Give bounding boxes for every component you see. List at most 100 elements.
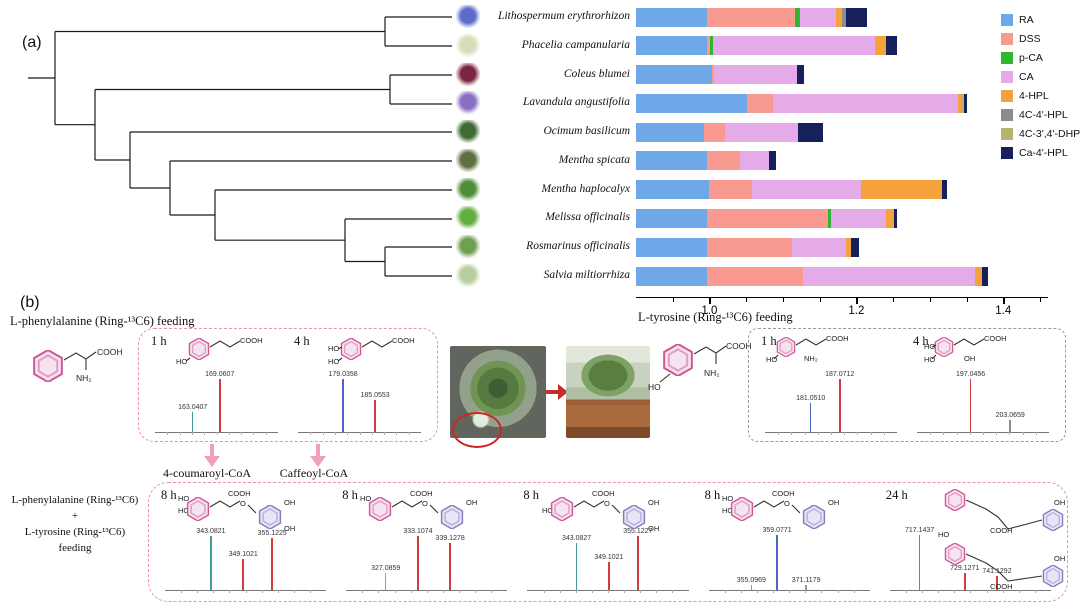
mz-label: 355.0969 — [736, 577, 766, 585]
bar-segment — [874, 36, 886, 56]
mz-label: 339.1278 — [435, 535, 465, 543]
spectrum-axis-tick — [640, 590, 642, 593]
spectrum-axis-tick — [804, 432, 806, 435]
bar-segment — [706, 36, 711, 56]
bar-segment — [851, 237, 859, 257]
svg-text:OH: OH — [466, 498, 477, 507]
stacked-bar — [636, 36, 897, 56]
svg-text:COOH: COOH — [392, 336, 415, 345]
bar-segment — [739, 151, 769, 171]
spectrum-axis-tick — [310, 432, 312, 435]
spectrum-axis-tick — [773, 590, 775, 593]
spectrum-axis-tick — [559, 590, 561, 593]
coumaric-acid-structure-icon: HO COOH — [176, 336, 263, 366]
spectrum-peak: 717.1437 — [905, 527, 934, 590]
timepoint-label: 1 h — [151, 334, 167, 348]
spectrum-axis-tick — [197, 590, 199, 593]
spectrum-axis-tick — [883, 432, 885, 435]
mz-label: 349.1021 — [228, 550, 258, 558]
spectrum-axis-tick — [1002, 590, 1004, 593]
spectrum-axis-tick — [778, 432, 780, 435]
danshensu-structure-icon: HO HO COOH OH — [924, 334, 1007, 364]
spectrum-peak: 333.1074 — [403, 528, 433, 590]
spectrum-axis-tick — [426, 590, 428, 593]
spectrum-axis-tick — [970, 590, 972, 593]
spectrum-axis-tick — [396, 432, 398, 435]
svg-text:HO: HO — [360, 494, 371, 503]
spectrum-axis-tick — [1009, 432, 1011, 435]
svg-text:HO: HO — [924, 355, 935, 364]
bar-segment — [704, 122, 725, 142]
panel-b-label: (b) — [20, 294, 40, 311]
bar-segment — [974, 266, 982, 286]
dual-feeding-line: feeding — [58, 542, 92, 554]
spectrum-axis-tick — [956, 432, 958, 435]
svg-text:OH: OH — [648, 498, 659, 507]
spectrum-axis-tick — [491, 590, 493, 593]
bar-segment — [636, 7, 707, 27]
tyr-feeding-label: L-tyrosine (Ring-¹³C6) feeding — [638, 310, 793, 324]
species-label: Mentha haplocalyx — [541, 182, 630, 195]
mz-label: 169.0607 — [205, 370, 235, 378]
caffeoyl-coa-label: Caffeoyl-CoA — [279, 466, 349, 480]
mz-label: 179.0358 — [328, 370, 358, 378]
stacked-bar — [636, 151, 776, 171]
spectrum-peak: 349.1021 — [594, 554, 623, 590]
spectrum-peak: 181.0510 — [796, 395, 825, 432]
timepoint-label: 8 h — [704, 488, 721, 502]
bar-segment — [827, 208, 831, 228]
plant-thumbnail — [456, 120, 480, 145]
down-arrow-icon — [204, 444, 220, 468]
stacked-bar — [636, 266, 988, 286]
species-label: Melissa officinalis — [545, 211, 630, 224]
legend-swatch — [1001, 51, 1013, 64]
species-label: Mentha spicata — [558, 153, 630, 166]
spectrum-peak: 163.0407 — [178, 404, 207, 432]
spectrum-axis-tick — [167, 432, 169, 435]
spectrum-axis-tick — [310, 590, 312, 593]
svg-text:NH₂: NH₂ — [804, 354, 818, 363]
svg-text:HO: HO — [542, 506, 553, 515]
bar-chart — [636, 0, 1040, 296]
svg-text:HO: HO — [924, 342, 935, 351]
mz-label: 163.0407 — [178, 403, 208, 411]
plant-thumbnail — [456, 91, 480, 116]
bar-segment — [860, 180, 942, 200]
svg-text:COOH: COOH — [240, 336, 263, 345]
legend-label: 4-HPL — [1019, 89, 1049, 102]
species-label: Rosmarinus officinalis — [526, 240, 630, 253]
bar-segment — [708, 180, 753, 200]
x-tick — [929, 298, 931, 302]
bar-segment — [835, 7, 842, 27]
legend-item: 4C-3',4'-DHPL — [1001, 124, 1080, 143]
bar-segment — [957, 93, 961, 113]
legend-label: 4C-3',4'-DHPL — [1019, 127, 1080, 140]
bar-segment — [772, 93, 958, 113]
spectrum-peak: 343.0827 — [562, 535, 591, 590]
mz-label: 343.0821 — [196, 528, 226, 535]
svg-text:COOH: COOH — [726, 341, 752, 351]
spectrum-axis-tick — [1034, 590, 1036, 593]
mz-label: 333.1074 — [403, 528, 433, 535]
svg-text:COOH: COOH — [990, 526, 1013, 535]
spectrum-peak: 197.0456 — [956, 371, 985, 432]
spectrum-peak: 187.0712 — [825, 371, 854, 432]
spectrum-plot: 163.0407 169.0607 — [155, 371, 278, 435]
mz-label: 181.0510 — [796, 394, 826, 402]
spectrum-axis-tick — [216, 432, 218, 435]
legend-label: p-CA — [1019, 51, 1043, 64]
red-highlight-circle — [452, 412, 502, 448]
bar-segment — [802, 266, 975, 286]
svg-text:HO: HO — [766, 355, 777, 364]
plant-thumbnail — [456, 264, 480, 289]
stacked-bar — [636, 237, 859, 257]
spectrum-axis-tick — [870, 432, 872, 435]
svg-text:COOH: COOH — [410, 489, 433, 498]
spectrum-axis-tick — [905, 590, 907, 593]
mz-label: 185.0553 — [360, 391, 390, 399]
